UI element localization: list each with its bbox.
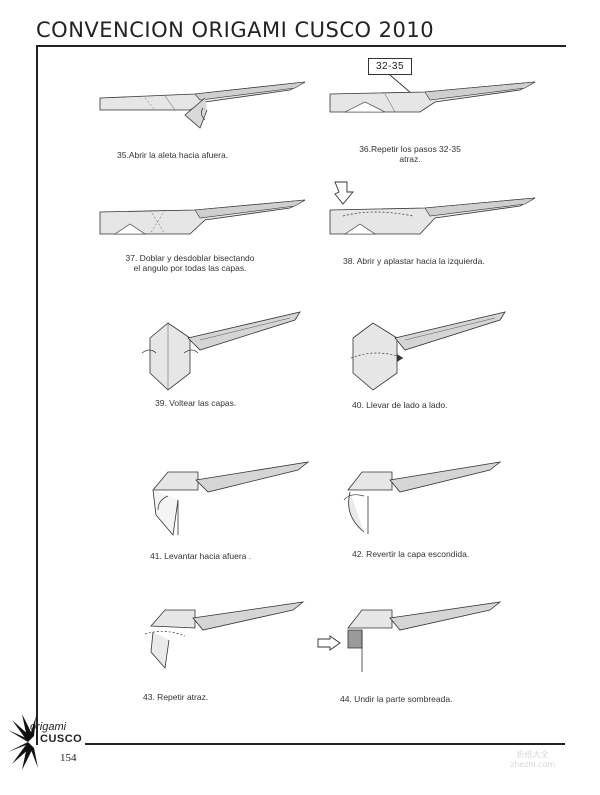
step-43-caption: 43. Repetir atraz. bbox=[143, 692, 208, 702]
footer-rule bbox=[85, 743, 565, 745]
diagram-step-39 bbox=[140, 308, 310, 393]
step-37-caption-line1: 37. Doblar y desdoblar bisectando bbox=[105, 253, 275, 263]
diagram-step-37 bbox=[95, 198, 310, 243]
step-37-caption-line2: el angulo por todas las capas. bbox=[105, 263, 275, 273]
step-39-caption: 39. Voltear las capas. bbox=[155, 398, 236, 408]
left-margin-rule bbox=[36, 45, 38, 745]
diagram-step-38 bbox=[325, 196, 540, 241]
step-35-caption: 35.Abrir la aleta hacia afuera. bbox=[117, 150, 228, 160]
logo-text-origami: origami bbox=[30, 721, 66, 733]
diagram-step-35 bbox=[95, 80, 310, 135]
step-44-caption: 44. Undir la parte sombreada. bbox=[340, 694, 452, 704]
diagram-step-44 bbox=[340, 600, 505, 675]
step-40-caption: 40. Llevar de lado a lado. bbox=[352, 400, 447, 410]
diagram-step-40 bbox=[345, 308, 515, 393]
diagram-step-43 bbox=[143, 600, 308, 675]
step-41-caption: 41. Levantar hacia afuera . bbox=[150, 551, 251, 561]
step-36-caption-line2: atraz. bbox=[350, 154, 470, 164]
push-arrow-icon-44 bbox=[316, 635, 342, 651]
diagram-step-36 bbox=[325, 80, 540, 120]
step-42-caption: 42. Revertir la capa escondida. bbox=[352, 549, 469, 559]
watermark-line1: 折纸大全 bbox=[510, 750, 555, 760]
step-36-caption: 36.Repetir los pasos 32-35 atraz. bbox=[350, 144, 470, 164]
logo-text-cusco: CUSCO bbox=[40, 733, 82, 745]
page-number: 154 bbox=[60, 752, 77, 764]
watermark: 折纸大全 zhezhi.com bbox=[510, 750, 555, 770]
step-38-caption: 38. Abrir y aplastar hacia la izquierda. bbox=[343, 256, 485, 266]
diagram-step-41 bbox=[148, 460, 313, 540]
diagram-step-42 bbox=[340, 460, 505, 540]
page-title: CONVENCION ORIGAMI CUSCO 2010 bbox=[36, 18, 434, 42]
step-37-caption: 37. Doblar y desdoblar bisectando el ang… bbox=[105, 253, 275, 273]
watermark-line2: zhezhi.com bbox=[510, 760, 555, 770]
step-36-caption-line1: 36.Repetir los pasos 32-35 bbox=[350, 144, 470, 154]
header-rule bbox=[36, 45, 566, 47]
